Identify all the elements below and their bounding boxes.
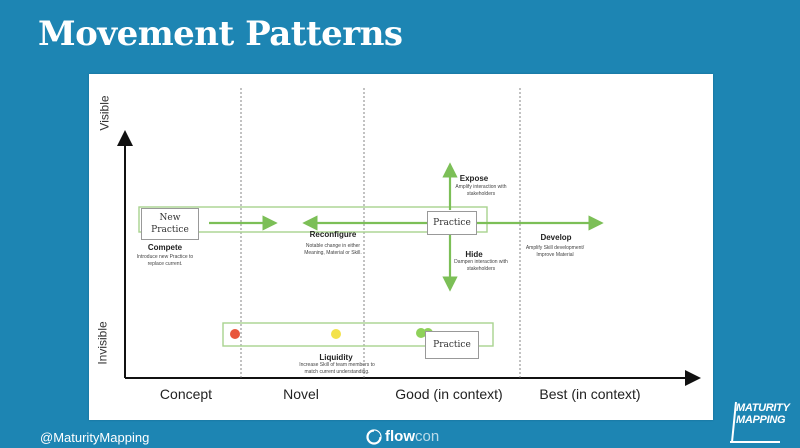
y-label-invisible: Invisible: [95, 321, 110, 365]
footer-twitter-handle: @MaturityMapping: [40, 430, 150, 445]
practice-box-bottom: Practice: [425, 331, 479, 359]
x-label-good: Good (in context): [395, 386, 503, 402]
new-practice-box: New Practice: [141, 208, 199, 240]
flowcon-icon: [366, 428, 382, 445]
develop-desc: Amplify Skill development/ Improve Mater…: [525, 245, 585, 258]
develop-title: Develop: [540, 233, 572, 242]
logo-line-2: MAPPING: [736, 414, 786, 426]
dot-yellow: [331, 329, 341, 339]
flowcon-text-a: flow: [385, 428, 415, 445]
dot-red: [230, 329, 240, 339]
x-label-concept: Concept: [159, 386, 213, 402]
diagram-graphics: [117, 88, 701, 386]
compete-title: Compete: [147, 243, 183, 252]
logo-line-1: MATURITY: [736, 402, 790, 414]
liquidity-desc: Increase Skill of team members to match …: [299, 362, 375, 375]
expose-title: Expose: [459, 174, 489, 183]
maturity-mapping-logo-icon: [730, 401, 780, 443]
x-label-novel: Novel: [283, 386, 319, 402]
dot-green-a: [416, 328, 426, 338]
liquidity-title: Liquidity: [319, 353, 353, 362]
flowcon-text-b: con: [415, 428, 440, 445]
practice-band-top: [138, 206, 488, 233]
diagram-canvas: Visible Invisible Concept Novel Good (in…: [89, 74, 713, 420]
maturity-mapping-logo: MATURITY MAPPING: [736, 402, 790, 426]
hide-title: Hide: [465, 250, 483, 259]
hide-desc: Dampen interaction with stakeholders: [454, 259, 508, 272]
x-label-best: Best (in context): [539, 386, 641, 402]
expose-desc: Amplify interaction with stakeholders: [455, 184, 507, 197]
compete-desc: Introduce new Practice to replace curren…: [136, 254, 194, 267]
reconfigure-title: Reconfigure: [309, 230, 357, 239]
slide-title: Movement Patterns: [38, 14, 403, 54]
practice-band-bottom: [222, 322, 494, 347]
practice-box-top: Practice: [427, 211, 477, 235]
y-label-visible: Visible: [97, 95, 112, 131]
reconfigure-desc: Notable change in either Meaning, Materi…: [304, 243, 362, 256]
